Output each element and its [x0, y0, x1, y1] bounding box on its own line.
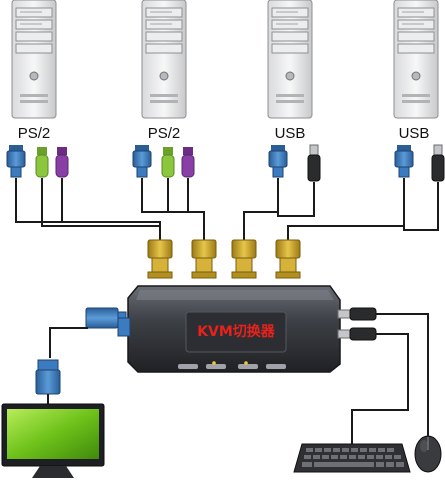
usb-connector-icon	[431, 144, 445, 182]
vga-connector-icon	[394, 144, 414, 178]
usb-peripheral-cables	[337, 307, 429, 444]
ps2-connector-icon	[161, 146, 175, 178]
computer-tower-icon	[393, 0, 439, 119]
computer-tower-icon	[11, 0, 57, 119]
vga-connector-icon	[132, 144, 152, 178]
vga-connector-icon	[231, 239, 257, 279]
computer-4: USB	[393, 0, 445, 182]
ps2-connector-icon	[55, 146, 69, 178]
usb-connector-icon	[337, 327, 377, 341]
computer-2: PS/2	[132, 0, 195, 178]
switch-label: KVM切换器	[197, 323, 276, 340]
port-type-label: USB	[399, 125, 430, 142]
monitor-icon	[1, 403, 105, 478]
computer-tower-icon	[141, 0, 187, 119]
mouse-icon	[414, 435, 442, 473]
monitor-cable	[35, 307, 131, 404]
computer-tower-icon	[267, 0, 313, 119]
port-type-label: PS/2	[18, 125, 51, 142]
computer-1: PS/2	[6, 0, 69, 178]
cables-to-switch	[15, 178, 439, 240]
computer-3: USB	[267, 0, 321, 182]
ps2-connector-icon	[35, 146, 49, 178]
port-type-label: PS/2	[148, 125, 181, 142]
vga-connector-icon	[147, 239, 173, 279]
vga-connector-icon	[35, 359, 61, 395]
vga-connector-icon	[6, 144, 26, 178]
ps2-connector-icon	[181, 146, 195, 178]
vga-connector-icon	[191, 239, 217, 279]
port-select-button	[206, 364, 226, 369]
kvm-switch: KVM切换器	[127, 285, 341, 373]
port-select-button	[178, 364, 198, 369]
port-type-label: USB	[275, 125, 306, 142]
keyboard-icon	[293, 443, 411, 473]
vga-connector-icon	[275, 239, 301, 279]
usb-connector-icon	[337, 307, 377, 321]
port-select-button	[238, 364, 258, 369]
usb-connector-icon	[307, 144, 321, 182]
port-select-button	[266, 364, 286, 369]
vga-connector-icon	[268, 144, 288, 178]
